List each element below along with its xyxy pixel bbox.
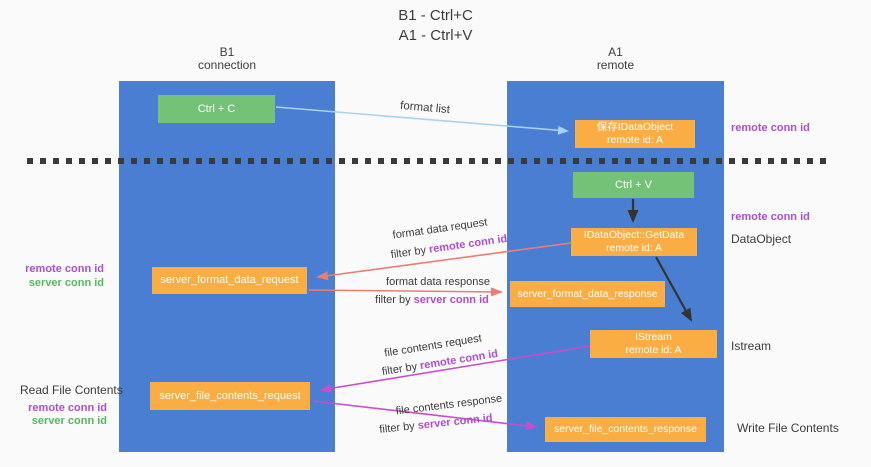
istream-annotation: Istream (731, 339, 772, 353)
format-data-response-arrow (308, 287, 503, 297)
save-dataobject-line2: remote id: A (606, 134, 664, 146)
server-format-data-response-box: server_format_data_response (510, 281, 665, 307)
filter-by-prefix: filter by (390, 244, 427, 262)
write-file-contents-annotation: Write File Contents (737, 421, 839, 435)
left-column-name: B1 (219, 45, 235, 59)
filter-by-prefix: filter by (378, 420, 416, 436)
server-conn-id-key: server conn id (417, 412, 494, 432)
diagram-title: B1 - Ctrl+C A1 - Ctrl+V (0, 6, 871, 46)
ctrl-v-label: Ctrl + V (615, 178, 652, 191)
right-column-role: remote (596, 58, 635, 72)
left-format-remote-conn-id: remote conn id (25, 263, 104, 275)
getdata-line2: remote id: A (605, 242, 663, 254)
server-format-data-request-label: server_format_data_request (160, 274, 299, 286)
remote-conn-id-key: remote conn id (428, 232, 508, 256)
server-file-contents-response-label: server_file_contents_response (553, 423, 697, 435)
getdata-line1: IDataObject::GetData (583, 229, 685, 241)
server-file-contents-request-label: server_file_contents_request (159, 389, 301, 402)
istream-box: IStream remote id: A (590, 330, 717, 358)
server-format-data-response-label: server_format_data_response (517, 287, 658, 300)
dataobject-annotation: DataObject (731, 232, 792, 246)
server-conn-id-key: server conn id (413, 294, 489, 306)
ctrl-c-box: Ctrl + C (158, 95, 275, 123)
left-file-conn-ids: remote conn id server conn id (20, 402, 107, 428)
left-file-remote-conn-id: remote conn id (28, 402, 107, 414)
server-format-data-request-box: server_format_data_request (152, 267, 307, 294)
save-dataobject-box: 保存IDataObject remote id: A (575, 120, 695, 148)
format-response-filter-label: filter by server conn id (375, 294, 489, 306)
read-file-contents-annotation: Read File Contents (20, 383, 123, 397)
title-line-1: B1 - Ctrl+C (398, 7, 473, 24)
left-file-server-conn-id: server conn id (31, 415, 107, 427)
right-remote-conn-id-top: remote conn id (731, 122, 810, 134)
right-column-header: A1 remote (507, 46, 724, 72)
istream-line1: IStream (635, 331, 672, 343)
left-format-server-conn-id: server conn id (28, 277, 104, 289)
title-line-2: A1 - Ctrl+V (398, 27, 473, 44)
ctrl-v-box: Ctrl + V (573, 172, 694, 198)
save-dataobject-line1: 保存IDataObject (596, 121, 674, 133)
filter-by-prefix: filter by (375, 294, 411, 306)
left-format-conn-ids: remote conn id server conn id (18, 262, 104, 290)
getdata-box: IDataObject::GetData remote id: A (571, 228, 697, 256)
left-column-header: B1 connection (119, 46, 335, 72)
format-data-response-label: format data response (386, 276, 490, 288)
left-column-role: connection (197, 58, 257, 72)
format-list-label: format list (399, 99, 451, 117)
right-column-name: A1 (608, 45, 623, 59)
server-file-contents-request-box: server_file_contents_request (150, 382, 310, 410)
right-remote-conn-id-mid: remote conn id (731, 211, 810, 223)
filter-by-prefix: filter by (381, 360, 419, 379)
istream-line2: remote id: A (625, 344, 682, 356)
ctrl-c-label: Ctrl + C (197, 102, 236, 115)
server-file-contents-response-box: server_file_contents_response (545, 417, 706, 442)
